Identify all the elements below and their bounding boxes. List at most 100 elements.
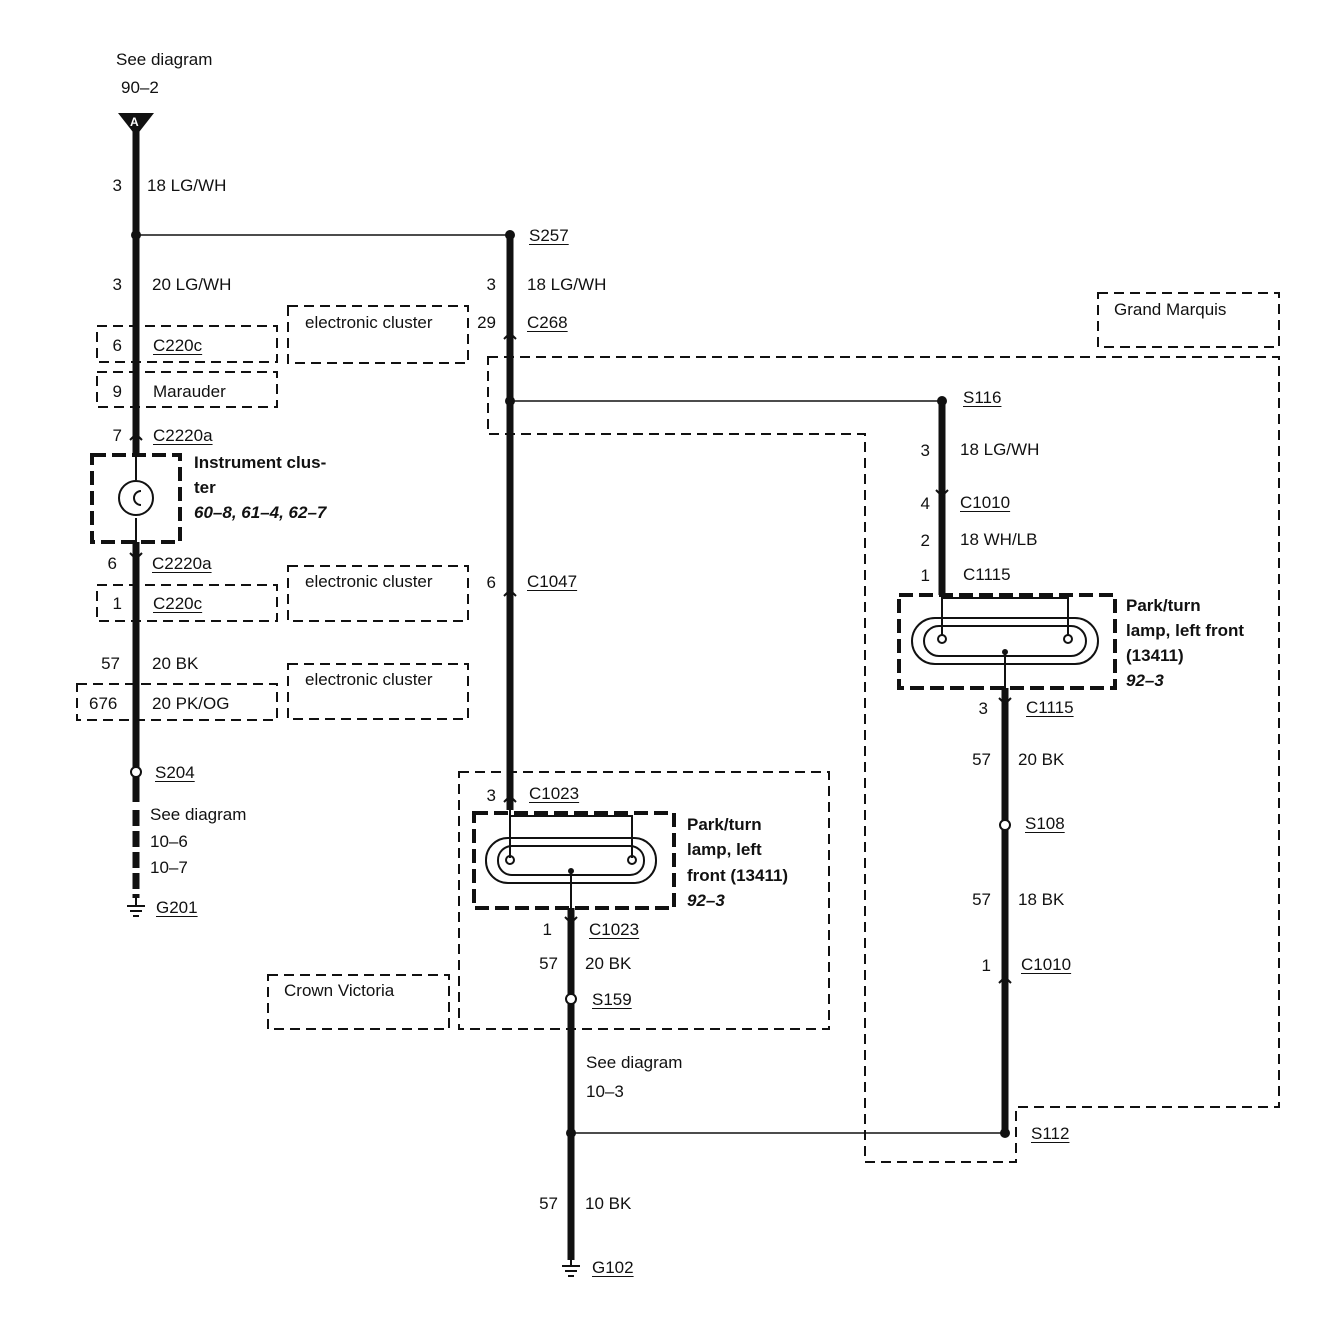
right-w3-pin: 57 xyxy=(972,750,991,769)
grand-marquis-region xyxy=(487,356,1280,1163)
c1023-top-connector: C1023 xyxy=(529,784,580,803)
splice-s112: S112 xyxy=(1031,1124,1070,1143)
gm-lamp-title-1: Park/turn xyxy=(1126,596,1201,615)
top-diagram-number: 90–2 xyxy=(121,78,159,97)
right-w1-wire: 18 LG/WH xyxy=(960,440,1040,459)
crown-victoria-lamp-box xyxy=(472,811,676,910)
splice-dot-s116 xyxy=(937,396,947,406)
c2220a-top-pin: 7 xyxy=(112,426,122,445)
left-w4-wire: 20 PK/OG xyxy=(152,694,230,713)
cv-lamp-ref: 92–3 xyxy=(687,891,725,910)
middle-w2-pin: 57 xyxy=(539,954,558,973)
left-w2-wire: 20 LG/WH xyxy=(152,275,232,294)
ground-g201-icon xyxy=(127,898,145,917)
splice-dot-s112 xyxy=(1000,1128,1010,1138)
c220c-bottom-option-box xyxy=(96,584,278,622)
left-w4-pin: 676 xyxy=(89,694,118,713)
splice-s108: S108 xyxy=(1025,814,1065,833)
middle-w1-pin: 3 xyxy=(486,275,496,294)
c268-pin: 29 xyxy=(477,313,496,332)
middle-see-diagram-label: See diagram xyxy=(586,1053,683,1072)
c220c-bottom-pin: 1 xyxy=(112,594,122,613)
gm-lamp-title-3: (13411) xyxy=(1126,646,1184,665)
crown-victoria-region xyxy=(458,771,830,1030)
left-diagram-ref-2: 10–7 xyxy=(150,858,188,877)
top-see-diagram-label: See diagram xyxy=(116,50,213,69)
c1047-connector: C1047 xyxy=(527,572,578,591)
instrument-cluster-ref: 60–8, 61–4, 62–7 xyxy=(194,503,327,522)
middle-diagram-ref: 10–3 xyxy=(586,1082,624,1101)
splice-s159-dot xyxy=(565,993,577,1005)
grand-marquis-label-box xyxy=(1097,292,1280,348)
c268-connector: C268 xyxy=(527,313,568,332)
connector-c1115-bottom-icon xyxy=(998,697,1012,706)
ground-g102-icon xyxy=(562,1260,580,1277)
middle-w3-wire: 10 BK xyxy=(585,1194,632,1213)
c1010-bottom-pin: 1 xyxy=(981,956,991,975)
c1023-top-pin: 3 xyxy=(486,786,496,805)
connector-c1023-top-icon xyxy=(503,794,517,803)
connector-c2220a-bottom-icon xyxy=(129,552,143,561)
electronic-cluster-box-3 xyxy=(287,663,469,720)
c220c-pin: 6 xyxy=(112,336,122,355)
gm-lamp-lead-right xyxy=(942,597,1069,636)
connector-c268-icon xyxy=(503,331,517,340)
electronic-cluster-box-1 xyxy=(287,305,469,364)
instrument-cluster-title-2: ter xyxy=(194,478,216,497)
c1115-bottom-connector: C1115 xyxy=(1026,698,1074,717)
right-w2-pin: 2 xyxy=(920,531,930,550)
splice-dot-left xyxy=(131,230,141,240)
splice-s116: S116 xyxy=(963,388,1002,407)
left-w3-wire: 20 BK xyxy=(152,654,199,673)
splice-s204-dot xyxy=(130,766,142,778)
connector-a-label: A xyxy=(130,115,139,129)
connector-c1047-icon xyxy=(503,588,517,597)
gm-lamp-ref: 92–3 xyxy=(1126,671,1164,690)
instrument-cluster-title-1: Instrument clus- xyxy=(194,453,327,472)
splice-s257: S257 xyxy=(529,226,569,245)
splice-dot-s257 xyxy=(505,230,515,240)
crown-victoria-label: Crown Victoria xyxy=(284,981,395,1000)
grand-marquis-label: Grand Marquis xyxy=(1114,300,1227,319)
crown-victoria-label-box xyxy=(267,974,450,1030)
c2220a-bottom-connector: C2220a xyxy=(152,554,212,573)
c1023-bottom-connector: C1023 xyxy=(589,920,640,939)
connector-c1010-top-icon xyxy=(935,489,949,498)
cv-lamp-title-2: lamp, left xyxy=(687,840,762,859)
splice-s159: S159 xyxy=(592,990,632,1009)
electronic-cluster-label-2: electronic cluster xyxy=(305,572,433,591)
ground-g201: G201 xyxy=(156,898,198,917)
pk-og-option-box xyxy=(76,683,278,721)
c1023-bottom-pin: 1 xyxy=(542,920,552,939)
connector-c1010-bottom-icon xyxy=(998,975,1012,984)
cv-lamp-filament-right-icon xyxy=(627,855,637,865)
cv-lamp-center-dot xyxy=(568,868,574,874)
left-w2-pin: 3 xyxy=(112,275,122,294)
right-w3-wire: 20 BK xyxy=(1018,750,1065,769)
left-diagram-ref-1: 10–6 xyxy=(150,832,188,851)
c220c-option-box xyxy=(96,325,278,363)
splice-s204: S204 xyxy=(155,763,195,782)
marauder-option-box xyxy=(96,371,278,408)
instrument-cluster-bulb-icon xyxy=(118,480,154,516)
splice-dot-s112-left xyxy=(566,1128,576,1138)
left-see-diagram-label: See diagram xyxy=(150,805,247,824)
c2220a-top-connector: C2220a xyxy=(153,426,213,445)
ground-g102: G102 xyxy=(592,1258,634,1277)
middle-w1-wire: 18 LG/WH xyxy=(527,275,607,294)
right-w2-wire: 18 WH/LB xyxy=(960,530,1038,549)
splice-dot-s116-left xyxy=(505,396,515,406)
electronic-cluster-box-2 xyxy=(287,565,469,622)
middle-w2-wire: 20 BK xyxy=(585,954,632,973)
c1010-bottom-connector: C1010 xyxy=(1021,955,1072,974)
connector-c2220a-top-icon xyxy=(129,432,143,441)
gm-lamp-title-2: lamp, left front xyxy=(1126,621,1245,640)
c1010-top-pin: 4 xyxy=(920,494,930,513)
grand-marquis-lamp-box xyxy=(897,593,1117,690)
connector-a-triangle-icon xyxy=(118,113,154,136)
marauder-pin: 9 xyxy=(112,382,122,401)
c1047-pin: 6 xyxy=(486,573,496,592)
right-w4-pin: 57 xyxy=(972,890,991,909)
